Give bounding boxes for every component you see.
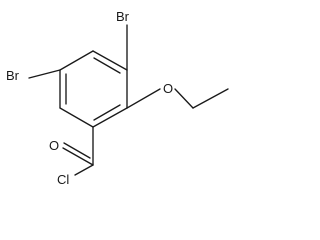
atom-br-top: Br (116, 9, 130, 24)
ring-bond-c3-c4 (59, 50, 94, 71)
bond-carbonyl-cl (74, 164, 94, 176)
structure-canvas: Br Br O O Cl (6, 9, 229, 187)
atom-o-ether: O (163, 81, 173, 96)
bond-carbonyl-o-1 (62, 147, 94, 166)
ring-double-bond-inner-2 (93, 57, 121, 74)
bond-c5-o (126, 88, 161, 109)
bond-carbonyl-o-2 (63, 142, 91, 159)
molecule-diagram: Br Br O O Cl (6, 9, 229, 187)
bond-o-ch2 (174, 88, 194, 109)
ring-double-bond-inner-3 (93, 104, 121, 121)
atom-br-left: Br (6, 68, 20, 83)
atom-o-carbonyl: O (49, 138, 59, 153)
bond-c2-br (28, 69, 61, 79)
ring-bond-c6-c1 (92, 107, 128, 128)
bond-ch2-ch3 (192, 88, 229, 109)
ring-bond-c4-c5 (92, 50, 128, 71)
ring-bond-c1-c2 (59, 107, 94, 128)
atom-cl: Cl (57, 172, 69, 187)
